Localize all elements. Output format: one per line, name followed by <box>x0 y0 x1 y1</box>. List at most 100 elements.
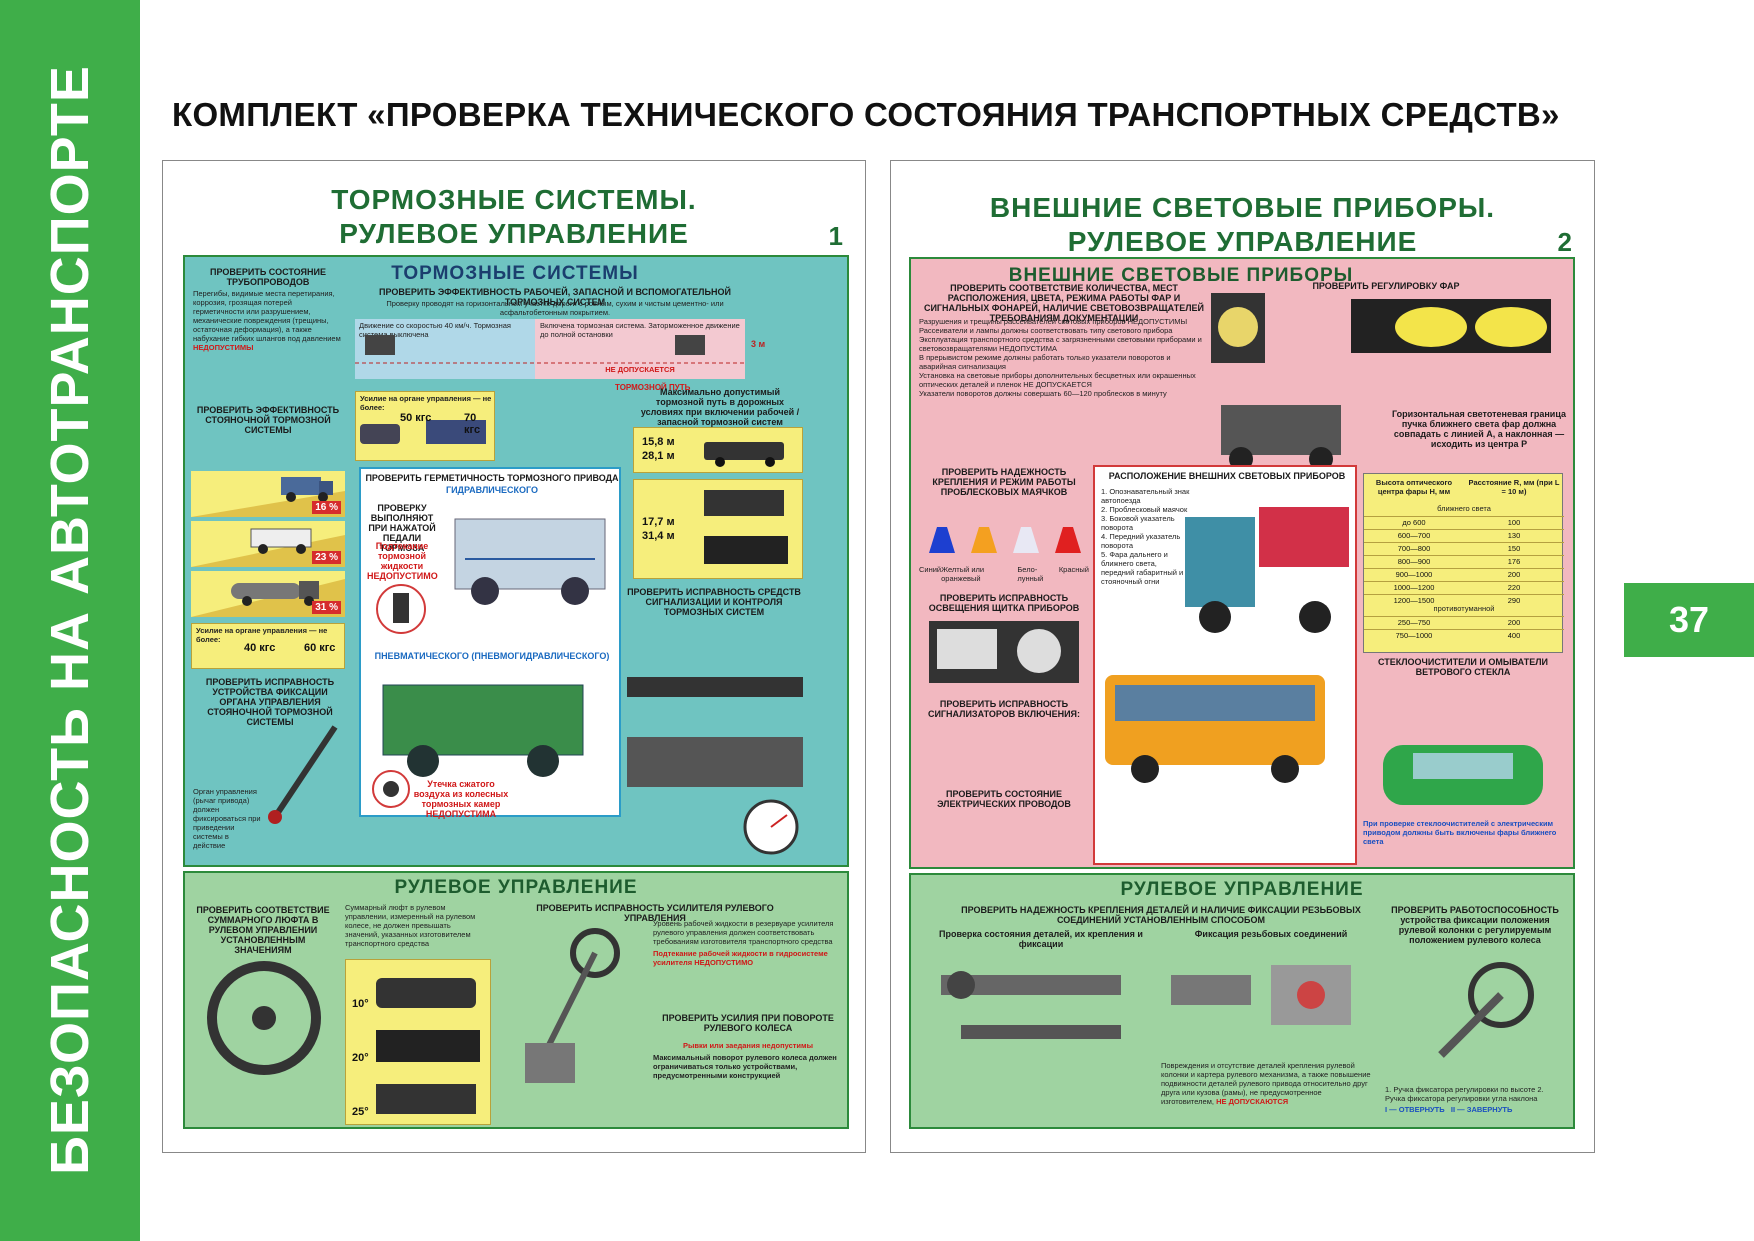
fastening-heading: ПРОВЕРИТЬ НАДЕЖНОСТЬ КРЕПЛЕНИЯ ДЕТАЛЕЙ И… <box>961 905 1361 925</box>
booster-text: Уровень рабочей жидкости в резервуаре ус… <box>653 919 834 946</box>
damage-body: Повреждения и отсутствие деталей креплен… <box>1161 1061 1371 1106</box>
max-turn-note: Максимальный поворот рулевого колеса дол… <box>653 1053 837 1080</box>
table-cell: 1200—1500 <box>1393 596 1435 605</box>
braking-zone <box>535 319 745 379</box>
table-cell: 800—900 <box>1397 557 1431 566</box>
slope-card-2: 23 % <box>191 521 345 567</box>
horizontal-border-note: Горизонтальная светотеневая граница пучк… <box>1392 409 1566 449</box>
slope-16: 16 % <box>312 501 341 514</box>
page-number-badge: 37 <box>1624 583 1754 657</box>
instrument-heading: ПРОВЕРИТЬ ИСПРАВНОСТЬ ОСВЕЩЕНИЯ ЩИТКА ПР… <box>928 593 1080 613</box>
vehicle-class-icons <box>376 978 480 1114</box>
service-effort-box: Усилие на органе управления — не более: … <box>355 391 495 461</box>
layout-box: РАСПОЛОЖЕНИЕ ВНЕШНИХ СВЕТОВЫХ ПРИБОРОВ 1… <box>1093 465 1357 865</box>
distance-table: Высота оптического центра фары H, мм Рас… <box>1363 473 1564 653</box>
parking-effort-cars: 40 кгс <box>244 642 276 654</box>
table-cell: 200 <box>1507 570 1521 579</box>
check-pipes-heading: ПРОВЕРИТЬ СОСТОЯНИЕ ТРУБОПРОВОДОВ <box>210 267 326 287</box>
headlight-aim-diagram <box>1211 293 1551 363</box>
steering-column-icon <box>525 928 620 1083</box>
poster-2-title: ВНЕШНИЕ СВЕТОВЫЕ ПРИБОРЫ. РУЛЕВОЕ УПРАВЛ… <box>891 191 1594 259</box>
turn-screw: II — ЗАВЕРНУТЬ <box>1450 1105 1513 1114</box>
page-title: КОМПЛЕКТ «ПРОВЕРКА ТЕХНИЧЕСКОГО СОСТОЯНИ… <box>172 96 1560 133</box>
table-cell: 900—1000 <box>1395 570 1433 579</box>
bus-icon <box>1105 675 1325 783</box>
play-angle-card: 10° 20° 25° <box>345 959 491 1125</box>
lights-bullets: Разрушения и трещины рассеивателей свето… <box>919 317 1209 398</box>
steering-1-title: РУЛЕВОЕ УПРАВЛЕНИЕ <box>394 877 638 898</box>
table-row: 1000—1200 220 <box>1364 581 1564 594</box>
sidebar-title: БЕЗОПАСНОСТЬ НА АВТОТРАНСПОРТЕ <box>40 65 100 1175</box>
brake-path-diagram: Движение со скоростью 40 км/ч. Тормозная… <box>355 319 745 379</box>
legend-1: 1. Опознавательный знак автопоезда <box>1101 487 1190 505</box>
brake-on-note: Включена тормозная система. Заторможенно… <box>540 321 740 339</box>
angle-buses: 20° <box>352 1052 369 1064</box>
table-row: 900—1000 200 <box>1364 568 1564 581</box>
truck-headlight-icon <box>1221 405 1341 471</box>
table-row: 600—700 130 <box>1364 529 1564 542</box>
efficiency-heading: ПРОВЕРИТЬ ЭФФЕКТИВНОСТЬ РАБОЧЕЙ, ЗАПАСНО… <box>379 287 731 307</box>
air-chamber-icon <box>372 770 410 808</box>
handle-note: 1. Ручка фиксатора регулировки по высоте… <box>1385 1085 1544 1103</box>
check-pipes-text: Перегибы, видимые места перетирания, кор… <box>193 289 343 352</box>
poster-brakes: ТОРМОЗНЫЕ СИСТЕМЫ. РУЛЕВОЕ УПРАВЛЕНИЕ 1 … <box>162 160 866 1153</box>
bullet-2: Рассеиватели и лампы должны соответствов… <box>919 326 1173 335</box>
column-heading: ПРОВЕРИТЬ РАБОТОСПОСОБНОСТЬ устройства ф… <box>1391 905 1559 945</box>
hydraulic-label: ГИДРАВЛИЧЕСКОГО <box>445 485 539 495</box>
wipers-note: При проверке стеклоочистителей с электри… <box>1363 819 1557 846</box>
layout-heading: РАСПОЛОЖЕНИЕ ВНЕШНИХ СВЕТОВЫХ ПРИБОРОВ <box>1108 471 1346 481</box>
table-row: 800—900 176 <box>1364 555 1564 568</box>
poster-2-number: 2 <box>1557 227 1572 257</box>
path-card-trucks: 17,7 м 31,4 м <box>633 479 803 579</box>
path-trucks-1: 17,7 м <box>642 516 675 528</box>
table-cell: 176 <box>1507 557 1521 566</box>
parking-effort-title: Усилие на органе управления — не более: <box>196 626 328 644</box>
service-effort-trucks: 70 кгс <box>464 412 481 436</box>
path-cars-2: 28,1 м <box>642 450 675 462</box>
wires-heading: ПРОВЕРИТЬ СОСТОЯНИЕ ЭЛЕКТРИЧЕСКИХ ПРОВОД… <box>937 789 1071 809</box>
table-cell: 130 <box>1507 531 1521 540</box>
dashboard-indicators-icon <box>627 677 803 787</box>
indicators-heading: ПРОВЕРИТЬ ИСПРАВНОСТЬ СИГНАЛИЗАТОРОВ ВКЛ… <box>927 699 1081 719</box>
air-leak-note: Утечка сжатого воздуха из колесных тормо… <box>413 779 509 819</box>
legend-3: 3. Боковой указатель поворота <box>1101 514 1175 532</box>
steering-panel-1: РУЛЕВОЕ УПРАВЛЕНИЕ ПРОВЕРИТЬ СООТВЕТСТВИ… <box>183 871 849 1129</box>
turn-directions: I — ОТВЕРНУТЬ II — ЗАВЕРНУТЬ <box>1385 1105 1565 1114</box>
beacons-heading: ПРОВЕРИТЬ НАДЕЖНОСТЬ КРЕПЛЕНИЯ И РЕЖИМ Р… <box>932 467 1076 497</box>
slope-tanker-icon <box>191 579 345 617</box>
table-col1-header: Высота оптического центра фары H, мм <box>1375 478 1453 496</box>
slope-card-3: 31 % <box>191 571 345 617</box>
beacon-red: Красный <box>1058 565 1089 574</box>
steering-wheel-icon <box>207 961 321 1075</box>
table-col2-header: Расстояние R, мм (при L = 10 м) <box>1468 478 1560 496</box>
lights-panel: ВНЕШНИЕ СВЕТОВЫЕ ПРИБОРЫ ПРОВЕРИТЬ СООТВ… <box>909 257 1575 869</box>
legend-5: 5. Фара дальнего и ближнего света, перед… <box>1101 550 1184 586</box>
play-text: Суммарный люфт в рулевом управлении, изм… <box>345 903 476 948</box>
pressed-pedal-note: ПРОВЕРКУ ВЫПОЛНЯЮТ ПРИ НАЖАТОЙ ПЕДАЛИ ТО… <box>368 503 436 553</box>
vehicle-positions <box>355 335 745 364</box>
pneumatic-truck-icon <box>382 684 584 777</box>
brakes-panel: ТОРМОЗНЫЕ СИСТЕМЫ ПРОВЕРИТЬ СОСТОЯНИЕ ТР… <box>183 255 849 867</box>
damage-not-allowed: НЕ ДОПУСКАЮТСЯ <box>1216 1097 1289 1106</box>
slope-bus-icon <box>191 528 345 567</box>
damage-text: Повреждения и отсутствие деталей креплен… <box>1161 1061 1371 1106</box>
jerks-note: Рывки или заедания недопустимы <box>682 1041 813 1050</box>
car-wipers-icon <box>1383 745 1543 805</box>
adjustable-column-icon <box>1438 962 1534 1058</box>
table-cell: 220 <box>1507 583 1521 592</box>
beacon-color-labels: Синий Желтый или оранжевый Бело-лунный К… <box>919 565 1089 583</box>
steering-2-title: РУЛЕВОЕ УПРАВЛЕНИЕ <box>1120 879 1364 900</box>
thread-heading: Фиксация резьбовых соединений <box>1194 929 1348 939</box>
table-cell: 1000—1200 <box>1393 583 1435 592</box>
dump-truck-icon <box>1185 507 1349 633</box>
path-card-cars: 15,8 м 28,1 м <box>633 427 803 473</box>
table-cell: 600—700 <box>1397 531 1431 540</box>
table-fog-label: противотуманной <box>1433 604 1495 613</box>
service-effort-cars: 50 кгс <box>400 412 432 424</box>
poster-1-title: ТОРМОЗНЫЕ СИСТЕМЫ. РУЛЕВОЕ УПРАВЛЕНИЕ <box>163 183 865 251</box>
turn-unscrew: I — ОТВЕРНУТЬ <box>1385 1105 1445 1114</box>
turn-effort-heading: ПРОВЕРИТЬ УСИЛИЯ ПРИ ПОВОРОТЕ РУЛЕВОГО К… <box>662 1013 834 1033</box>
truck-bus-icons <box>704 490 788 564</box>
